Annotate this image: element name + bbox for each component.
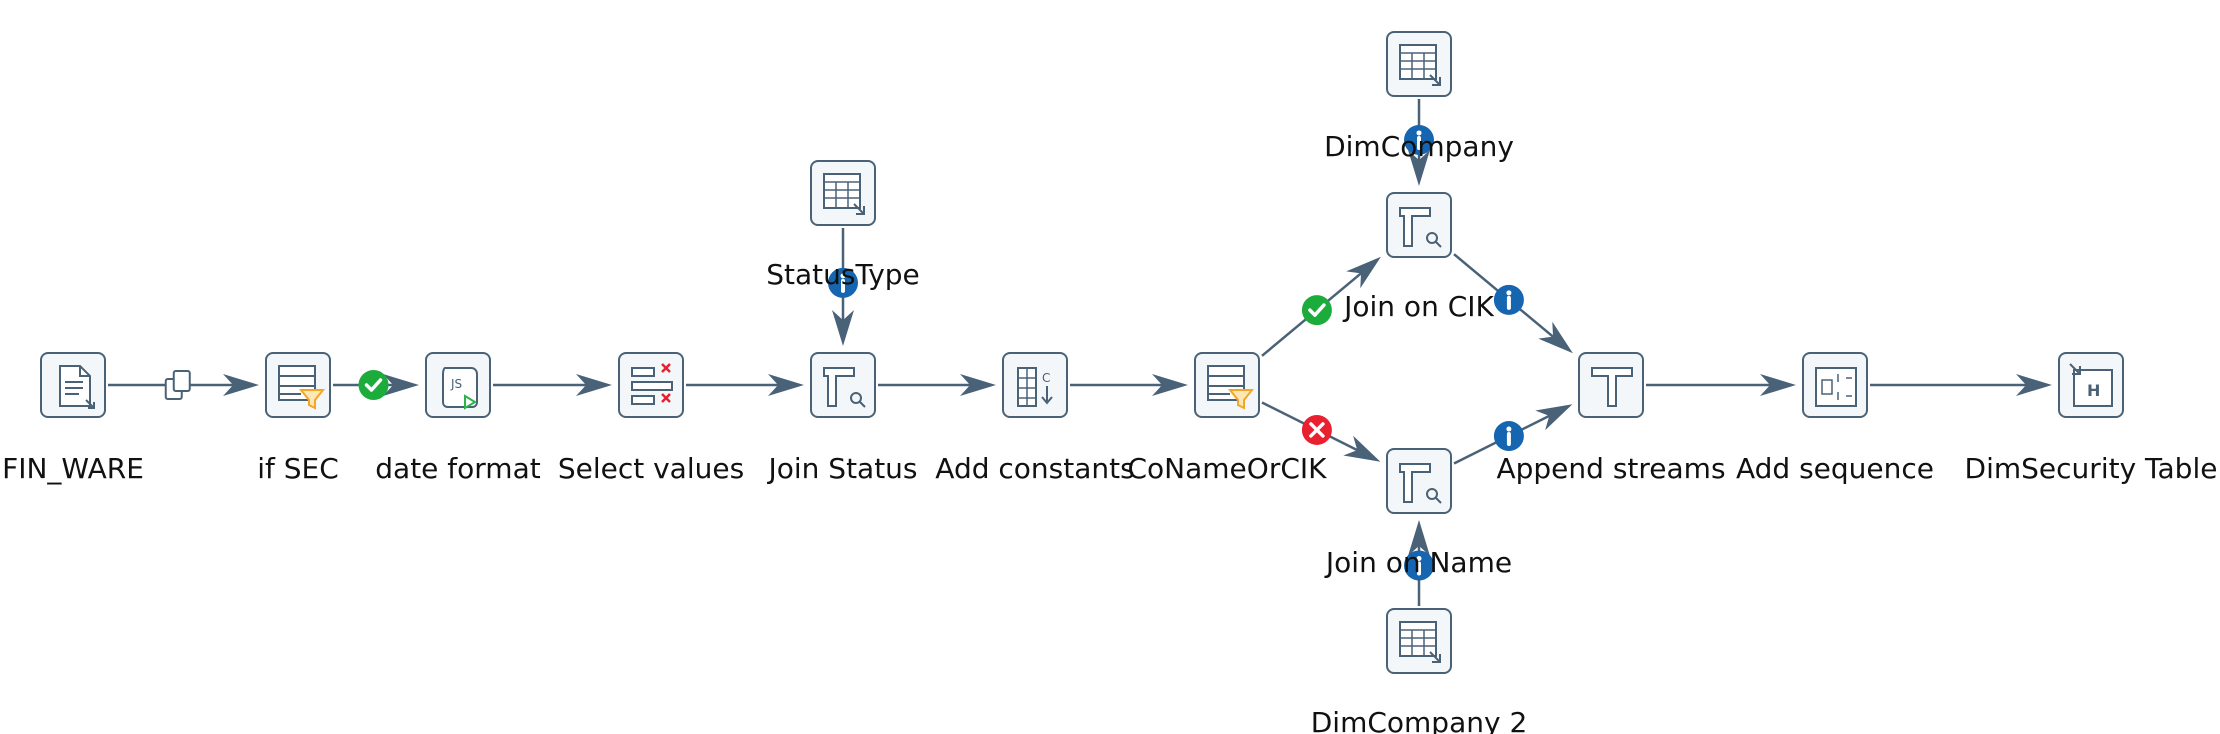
hop-date-format-to-select-values[interactable]: [493, 374, 612, 396]
hop-arrowhead: [768, 374, 804, 396]
step-append-streams[interactable]: [1578, 352, 1644, 418]
select-values-icon: [631, 363, 673, 405]
filter-rows-icon: [1207, 365, 1255, 410]
true-check-icon: [358, 370, 389, 400]
hop-append-streams-to-add-sequence[interactable]: [1646, 374, 1796, 396]
step-date-format[interactable]: JS: [425, 352, 491, 418]
hop-arrowhead: [832, 310, 854, 346]
hop-arrowhead: [383, 374, 419, 396]
step-dim-company[interactable]: [1386, 31, 1452, 97]
step-label-dim-company-2: DimCompany 2: [1310, 706, 1528, 734]
hop-select-values-to-join-status[interactable]: [686, 374, 804, 396]
hop-if-sec-to-date-format[interactable]: [333, 370, 419, 400]
info-icon: [1493, 421, 1524, 452]
hop-arrowhead: [576, 374, 612, 396]
hop-conameorcik-to-join-on-name[interactable]: [1261, 401, 1381, 462]
step-label-conameorcik: CoNameOrCIK: [1127, 452, 1327, 485]
step-label-dim-company: DimCompany: [1324, 130, 1514, 163]
step-conameorcik[interactable]: [1194, 352, 1260, 418]
table-input-icon: [1399, 44, 1441, 86]
text-file-input-icon: [59, 365, 95, 409]
stream-lookup-icon: [1399, 207, 1442, 248]
step-label-join-status: Join Status: [768, 452, 918, 485]
hop-dim-company-to-join-on-cik[interactable]: [1404, 99, 1434, 186]
step-label-select-values: Select values: [557, 452, 745, 485]
hop-arrowhead: [1538, 321, 1573, 354]
step-label-status-type: StatusType: [766, 258, 920, 291]
step-dim-company-2[interactable]: [1386, 608, 1452, 674]
step-label-if-sec: if SEC: [257, 452, 339, 485]
table-input-icon: [823, 173, 865, 215]
step-join-on-cik[interactable]: [1386, 192, 1452, 258]
hop-arrowhead: [223, 374, 259, 396]
stream-lookup-icon: [823, 367, 866, 408]
hop-arrowhead: [1152, 374, 1188, 396]
step-join-on-name[interactable]: [1386, 448, 1452, 514]
step-fin-ware[interactable]: [40, 352, 106, 418]
stream-lookup-icon: [1399, 463, 1442, 504]
step-dimsecurity-table[interactable]: H: [2058, 352, 2124, 418]
svg-text:C: C: [1042, 371, 1050, 385]
step-label-dimsecurity-table: DimSecurity Table: [1964, 452, 2218, 485]
step-add-constants[interactable]: C: [1002, 352, 1068, 418]
hop-fin-ware-to-if-sec[interactable]: [108, 370, 259, 400]
add-sequence-icon: [1815, 367, 1857, 407]
step-join-status[interactable]: [810, 352, 876, 418]
hop-arrowhead: [1408, 520, 1430, 556]
add-constants-icon: C: [1017, 367, 1053, 407]
true-check-icon: [1301, 295, 1332, 326]
step-label-append-streams: Append streams: [1496, 452, 1726, 485]
hop-join-on-cik-to-append-streams[interactable]: [1453, 253, 1573, 354]
javascript-script-icon: JS: [442, 367, 478, 410]
info-icon: [1404, 550, 1434, 581]
step-label-add-sequence: Add sequence: [1735, 452, 1935, 485]
append-streams-icon: [1591, 367, 1633, 407]
svg-text:H: H: [2087, 381, 2100, 400]
hop-arrowhead: [1346, 256, 1381, 289]
hop-join-on-name-to-append-streams[interactable]: [1453, 404, 1573, 465]
hop-status-type-to-join-status[interactable]: [828, 228, 858, 346]
hop-add-constants-to-conameorcik[interactable]: [1070, 374, 1188, 396]
hop-join-status-to-add-constants[interactable]: [878, 374, 996, 396]
filter-rows-icon: [278, 365, 326, 410]
false-cross-icon: [1301, 414, 1332, 445]
hop-arrowhead: [2016, 374, 2052, 396]
copy-rows-icon: [164, 370, 191, 400]
step-label-add-constants: Add constants: [935, 452, 1135, 485]
hop-arrowhead: [1408, 150, 1430, 186]
step-label-join-on-name: Join on Name: [1325, 546, 1513, 579]
hop-add-sequence-to-dimsecurity-table[interactable]: [1870, 374, 2052, 396]
hop-conameorcik-to-join-on-cik[interactable]: [1261, 256, 1381, 357]
hop-arrowhead: [1535, 404, 1573, 431]
info-icon: [828, 267, 858, 298]
step-label-join-on-cik: Join on CIK: [1344, 290, 1494, 323]
step-add-sequence[interactable]: [1802, 352, 1868, 418]
step-select-values[interactable]: [618, 352, 684, 418]
step-if-sec[interactable]: [265, 352, 331, 418]
svg-text:JS: JS: [450, 377, 462, 391]
info-icon: [1404, 124, 1434, 155]
info-icon: [1493, 284, 1524, 315]
table-output-icon: H: [2069, 363, 2113, 407]
hop-dim-company-2-to-join-on-name[interactable]: [1404, 520, 1434, 606]
step-status-type[interactable]: [810, 160, 876, 226]
step-label-date-format: date format: [375, 452, 541, 485]
hop-arrowhead: [1760, 374, 1796, 396]
step-label-fin-ware: FIN_WARE: [2, 452, 144, 485]
hop-arrowhead: [1343, 435, 1381, 462]
table-input-icon: [1399, 621, 1441, 663]
hop-arrowhead: [960, 374, 996, 396]
